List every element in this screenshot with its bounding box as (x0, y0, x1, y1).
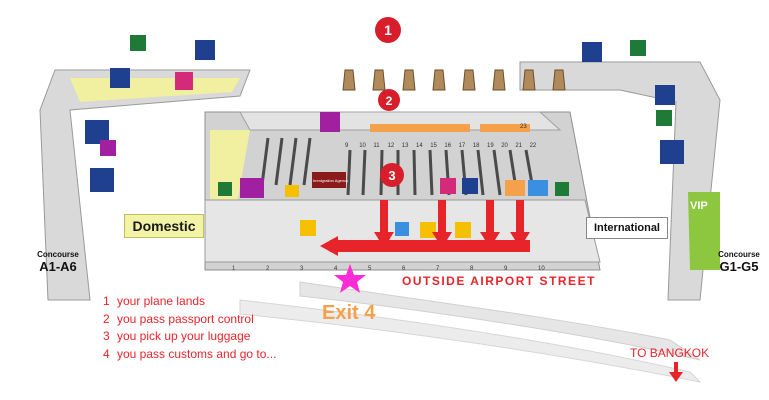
gate-number: 8 (470, 266, 474, 272)
domestic-label: Domestic (124, 214, 204, 238)
baggage-belts (260, 137, 536, 196)
belt-number: 17 (459, 143, 466, 149)
step-item: 3 you pick up your luggage (103, 328, 276, 346)
step-text: your plane lands (117, 294, 206, 308)
immigration-counter (320, 112, 340, 132)
pier-signs-left (85, 35, 215, 192)
steps-list: 1 your plane lands 2 you pass passport con… (103, 293, 276, 363)
belt-number: 20 (501, 143, 508, 149)
route-arrow-head (320, 236, 338, 256)
step-item: 1 your plane lands (103, 293, 276, 311)
step-item: 4 you pass customs and go to... (103, 346, 276, 364)
step-marker-2: 2 (378, 89, 400, 111)
gate-number: 7 (436, 266, 440, 272)
road-lower (239, 299, 702, 383)
belt-number: 9 (345, 143, 349, 149)
international-label: International (586, 217, 668, 239)
down-arrow-icon (669, 362, 683, 382)
gate-number: 4 (334, 266, 338, 272)
outside-street-label: OUTSIDE AIRPORT STREET (402, 274, 596, 288)
vip-zone (688, 192, 720, 270)
step-marker-1: 1 (375, 17, 401, 43)
step-number: 4 (103, 346, 110, 361)
belt-number: 13 (402, 143, 409, 149)
belt-number: 18 (473, 143, 480, 149)
passport-desks-right (480, 124, 530, 132)
belt-number: 11 (373, 143, 380, 149)
hall-signs (218, 172, 569, 238)
route-arrows (320, 200, 530, 256)
pier-signs-right (582, 40, 684, 164)
marker-3-text: 3 (388, 168, 395, 183)
jet-bridges (342, 69, 566, 91)
concourse-a-label: Concourse A1-A6 (32, 250, 84, 274)
belt-number: 10 (359, 143, 366, 149)
step-text: you pass customs and go to... (117, 346, 277, 361)
gate-number: 10 (538, 266, 545, 272)
gate-number: 5 (368, 266, 372, 272)
concourse-g-label: Concourse G1-G5 (714, 250, 764, 274)
road (299, 281, 701, 361)
passport-desks-left (370, 124, 470, 132)
step-item: 2 you pass passport control (103, 311, 276, 329)
belt-number: 15 (430, 143, 437, 149)
left-pier (39, 69, 251, 301)
step-marker-3: 3 (380, 163, 404, 187)
concourse-word: Concourse (718, 250, 760, 259)
concourse-code: A1-A6 (39, 259, 77, 274)
marker-1-text: 1 (384, 22, 392, 38)
gate-number: 6 (402, 266, 406, 272)
belt-number: 22 (530, 143, 537, 149)
gate-number: 3 (300, 266, 304, 272)
belt-number: 21 (515, 143, 522, 149)
step-text: you pick up your luggage (117, 329, 251, 343)
step-number: 3 (103, 329, 110, 343)
exit-label: Exit 4 (322, 302, 376, 324)
belt-number: 19 (487, 143, 494, 149)
counter-number: 23 (520, 124, 527, 130)
marker-2-text: 2 (386, 94, 393, 108)
step-text: you pass passport control (117, 311, 254, 326)
step-number: 1 (103, 294, 110, 308)
concourse-word: Concourse (37, 250, 79, 259)
to-bangkok-label: TO BANGKOK (630, 346, 710, 360)
gate-number: 1 (232, 266, 236, 272)
concourse-code: G1-G5 (719, 259, 759, 274)
immigration-agency-sign: Immigration Agency (313, 178, 348, 183)
belt-number: 14 (416, 143, 423, 149)
belt-number: 12 (388, 143, 395, 149)
gate-number: 9 (504, 266, 508, 272)
belt-number: 16 (444, 143, 451, 149)
gate-number: 2 (266, 266, 270, 272)
vip-label: VIP (690, 200, 708, 212)
step-number: 2 (103, 311, 110, 326)
star-icon (334, 264, 366, 293)
